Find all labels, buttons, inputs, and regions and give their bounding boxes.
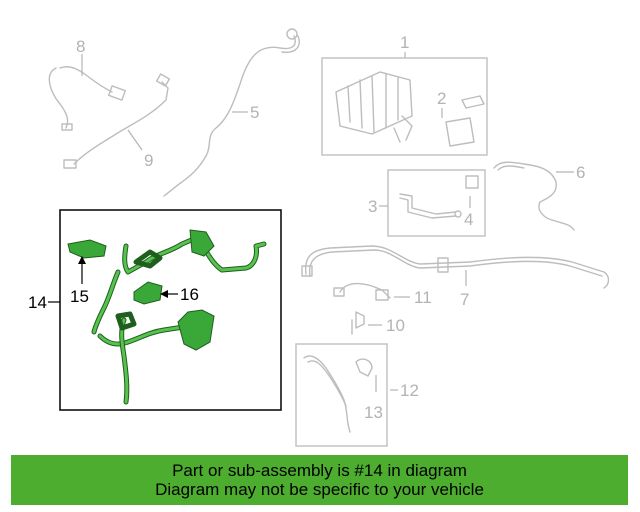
callout-11: 11 <box>414 288 432 307</box>
part-5-vacuum-hose <box>163 28 300 197</box>
callout-1: 1 <box>400 33 409 52</box>
callout-16: 16 <box>180 285 199 304</box>
part-6-hose <box>493 161 575 231</box>
callout-10: 10 <box>386 316 405 335</box>
callout-5: 5 <box>250 103 259 122</box>
part-4-connector <box>465 175 479 189</box>
part-7-pipe <box>301 245 610 289</box>
callout-6: 6 <box>576 163 585 182</box>
part-13-fitting <box>355 358 373 377</box>
part-11-sensor <box>333 282 391 301</box>
callout-13: 13 <box>364 403 383 422</box>
parts-diagram: 8 9 5 1 2 3 4 <box>28 28 610 447</box>
callout-12: 12 <box>400 381 419 400</box>
part-9-oxygen-sensor <box>63 73 171 169</box>
part-10-sensor <box>351 311 365 335</box>
box-part-14 <box>59 209 282 411</box>
callout-3: 3 <box>368 197 377 216</box>
box-part-1 <box>321 57 488 156</box>
part-16-bracket <box>133 281 163 305</box>
callout-14: 14 <box>28 293 47 312</box>
callout-7: 7 <box>460 290 469 309</box>
box-part-12 <box>295 343 388 447</box>
notice-banner: Part or sub-assembly is #14 in diagram D… <box>11 455 628 505</box>
part-12-hose <box>303 355 351 433</box>
callout-8: 8 <box>76 37 85 56</box>
callout-15: 15 <box>70 287 89 306</box>
box-part-3 <box>387 169 486 237</box>
banner-line-1: Part or sub-assembly is #14 in diagram <box>172 461 467 480</box>
part-2-valve <box>445 95 485 147</box>
part-15-connector <box>67 239 107 259</box>
callout-4: 4 <box>464 210 473 229</box>
part-1-canister <box>335 71 413 143</box>
banner-line-2: Diagram may not be specific to your vehi… <box>155 480 484 499</box>
part-14-wiring-harness <box>91 229 267 405</box>
part-3-pipe <box>399 193 462 219</box>
callout-9: 9 <box>144 151 153 170</box>
callout-2: 2 <box>437 89 446 108</box>
part-8-oxygen-sensor <box>48 66 126 131</box>
